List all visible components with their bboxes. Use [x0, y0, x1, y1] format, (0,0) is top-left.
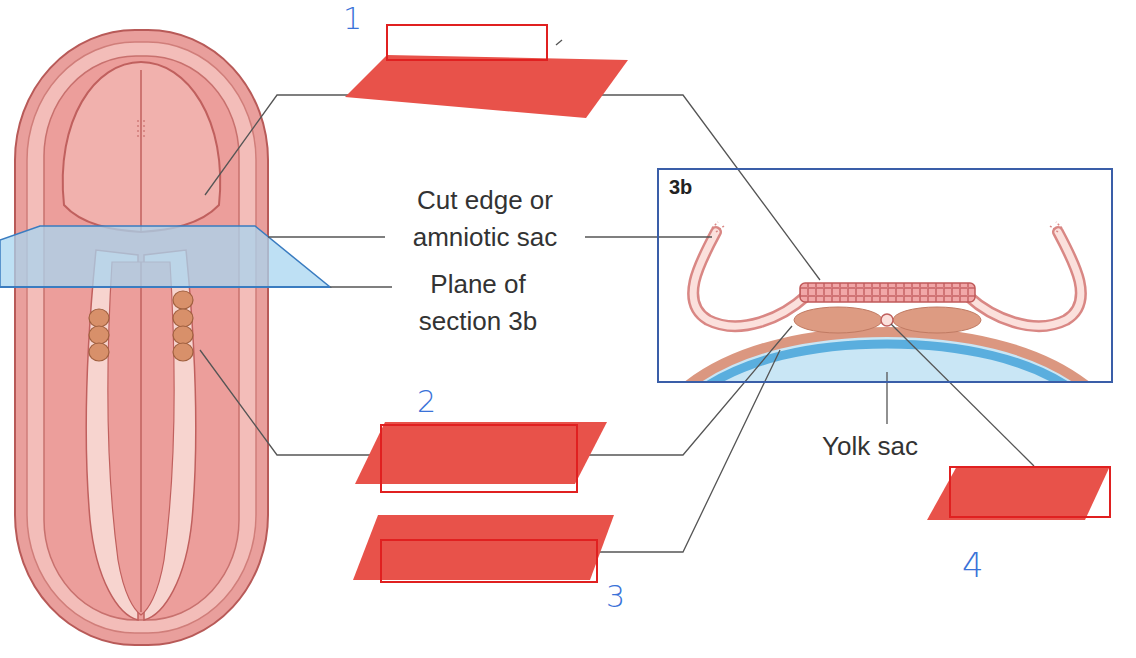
callout-number: 4 — [962, 545, 992, 585]
callout-number: 1 — [343, 2, 373, 36]
embryo-dorsal-view — [0, 30, 330, 645]
answer-masks — [345, 25, 1110, 582]
cross-section-illustration — [680, 222, 1094, 381]
leader-lines — [200, 40, 1034, 552]
callout-number: 2 — [417, 385, 447, 419]
part-label: Cut edge or amniotic sac — [395, 182, 575, 256]
callout-number: 3 — [606, 580, 636, 614]
part-label: Plane of section 3b — [398, 266, 558, 340]
section-inset-box: 3b — [657, 168, 1113, 383]
part-label: Yolk sac — [822, 430, 962, 462]
figure-id: 3b — [669, 176, 692, 199]
